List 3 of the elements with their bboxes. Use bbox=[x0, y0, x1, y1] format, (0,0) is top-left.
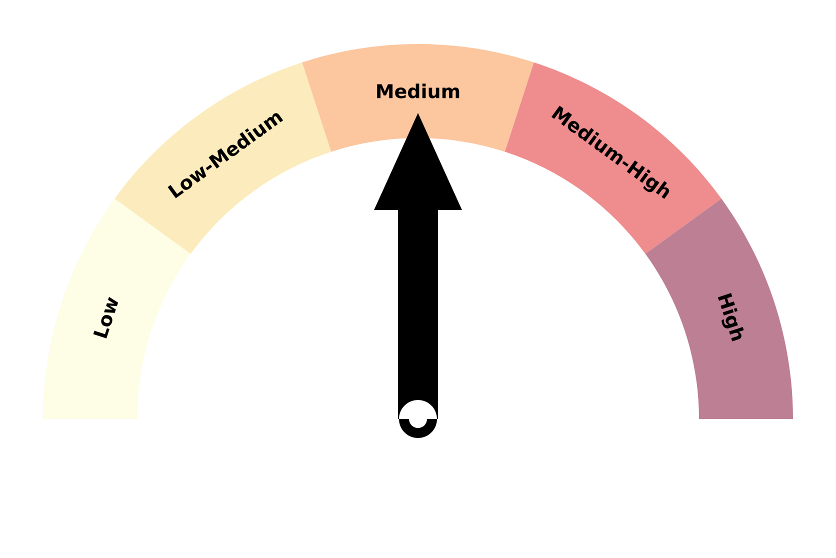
gauge-segment: Low bbox=[43, 198, 191, 419]
gauge-segment: Medium bbox=[302, 44, 534, 152]
gauge-segment: High bbox=[645, 198, 793, 419]
